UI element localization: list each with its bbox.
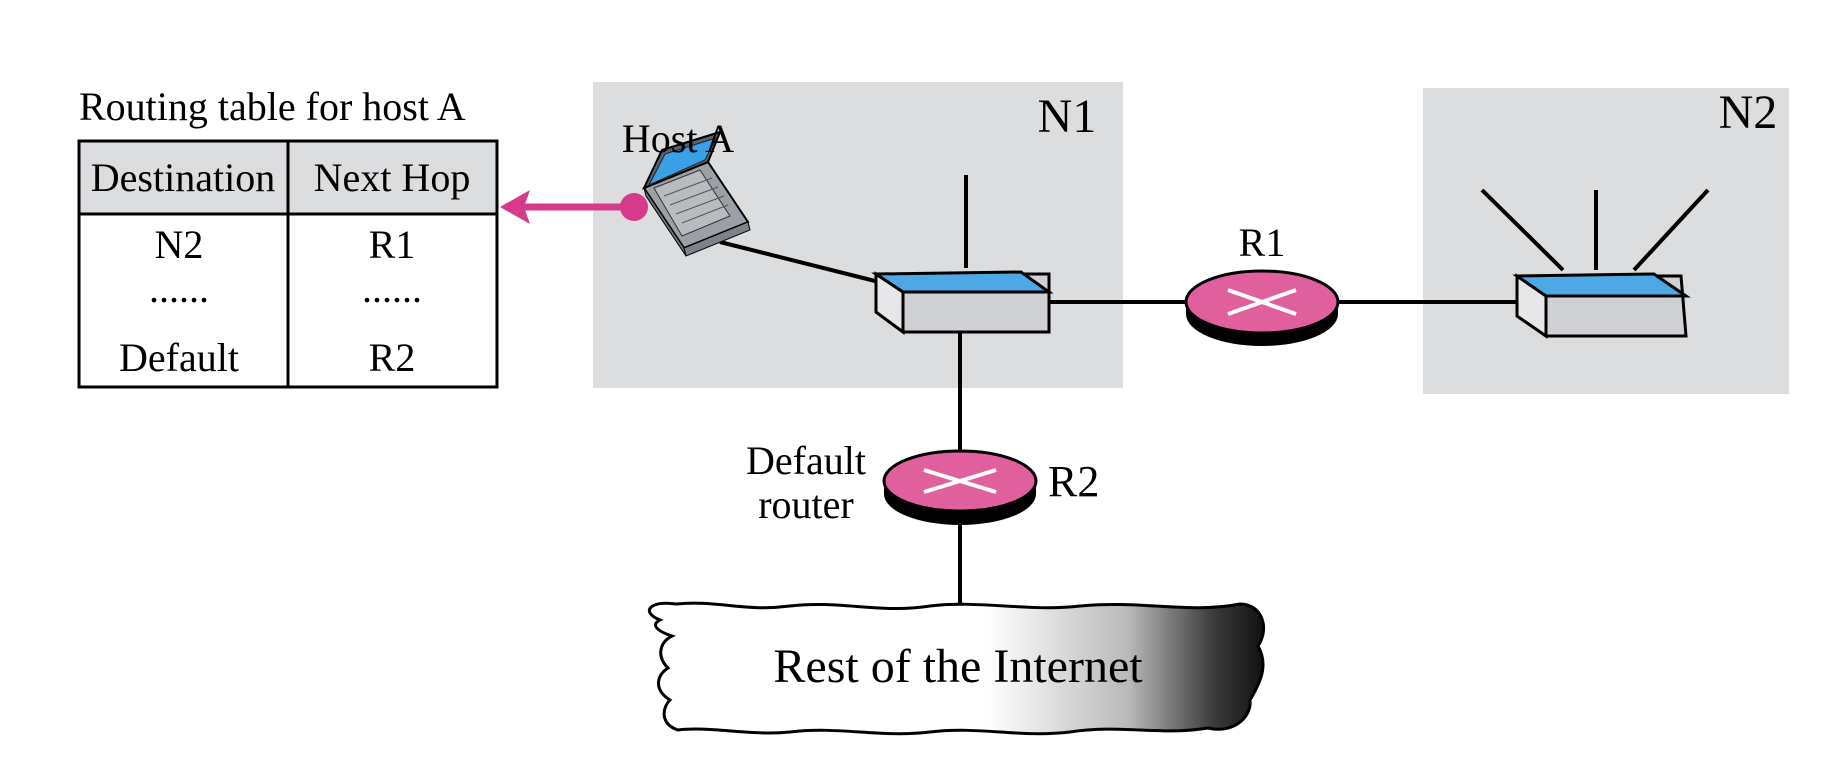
- routing-table-header-destination: Destination: [91, 155, 275, 200]
- switch-n1-icon: [871, 270, 1054, 335]
- routing-table-cell: ......: [149, 266, 209, 311]
- routing-table-cell: R1: [369, 222, 416, 267]
- routing-table-title: Routing table for host A: [79, 84, 466, 129]
- switch-n2-icon: [1512, 272, 1691, 339]
- routing-table-cell: ......: [362, 266, 422, 311]
- link-n2-wire-right: [1632, 188, 1710, 272]
- routing-table-cell: R2: [369, 335, 416, 380]
- default-router-label-line1: Default: [746, 438, 866, 483]
- internet-cloud-shape: [647, 601, 1266, 736]
- network-n2-label: N2: [1719, 86, 1778, 139]
- routing-table-cell: Default: [119, 335, 239, 380]
- links: [719, 175, 1710, 610]
- network-n2-area: [1423, 88, 1789, 394]
- internet-label: Rest of the Internet: [773, 640, 1143, 693]
- router-r2-label: R2: [1048, 457, 1099, 506]
- link-n2-wire-left: [1480, 188, 1565, 272]
- network-n1-label: N1: [1038, 90, 1097, 143]
- routing-table-header-next-hop: Next Hop: [314, 155, 471, 200]
- router-r1-label: R1: [1239, 220, 1286, 265]
- default-router-label-line2: router: [758, 482, 854, 527]
- routing-table-cell: N2: [155, 222, 204, 267]
- router-r2-icon: [882, 449, 1038, 525]
- host-a-label: Host A: [622, 116, 734, 161]
- link-host-to-switch: [719, 240, 884, 285]
- routing-table: Routing table for host A Destination Nex…: [77, 84, 499, 389]
- laptop-icon: [641, 130, 751, 257]
- table-pointer-arrow: [500, 190, 648, 224]
- router-r1-icon: [1184, 269, 1340, 346]
